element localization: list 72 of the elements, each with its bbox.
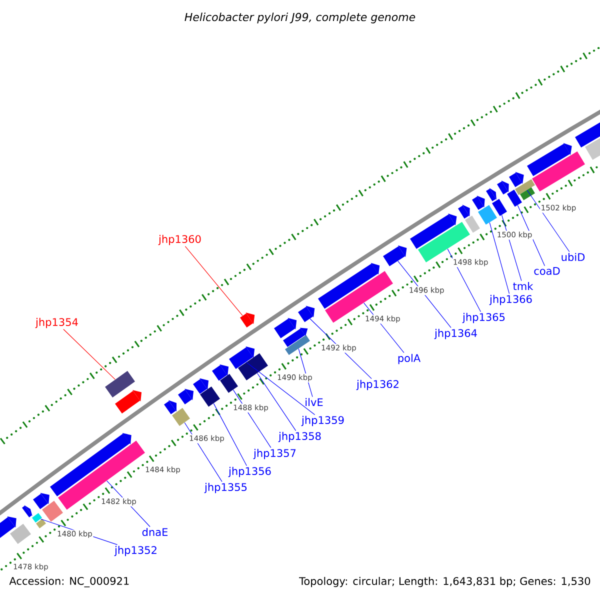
genome-info-text: Topology: circular; Length: 1,643,831 bp; Genes: 1,530 bbox=[299, 576, 590, 588]
gene-block bbox=[42, 500, 63, 522]
accession-text: Accession: NC_000921 bbox=[9, 576, 129, 588]
gene-block bbox=[486, 188, 497, 202]
leader-line bbox=[184, 246, 243, 316]
gene-label: jhp1358 bbox=[278, 432, 321, 442]
gene-label: polA bbox=[398, 354, 420, 364]
gene-block bbox=[33, 492, 50, 510]
gene-block bbox=[465, 216, 480, 233]
gene-block bbox=[172, 408, 190, 426]
gene-block bbox=[164, 400, 177, 414]
gene-block bbox=[274, 318, 297, 338]
gene-block bbox=[50, 433, 132, 496]
gene-block bbox=[497, 180, 509, 194]
gene-label: jhp1355 bbox=[204, 482, 247, 494]
gene-block bbox=[240, 312, 255, 328]
leader-line bbox=[246, 362, 316, 416]
gene-block bbox=[178, 388, 194, 404]
gene-block bbox=[585, 135, 600, 160]
title: Helicobacter pylori J99, complete genome bbox=[184, 12, 416, 24]
gene-block bbox=[58, 440, 145, 510]
gene-label: jhp1360 bbox=[158, 234, 201, 246]
gene-block bbox=[575, 122, 600, 148]
gene-label: jhp1356 bbox=[228, 466, 271, 478]
gene-label: jhp1364 bbox=[434, 328, 477, 340]
gene-label: jhp1362 bbox=[356, 380, 398, 390]
gene-block bbox=[238, 353, 268, 380]
gene-block bbox=[200, 386, 220, 407]
gene-block bbox=[32, 512, 42, 523]
leader-line bbox=[213, 403, 247, 466]
leader-line bbox=[526, 190, 570, 252]
leader-line bbox=[489, 222, 510, 294]
gene-block bbox=[283, 328, 308, 347]
gene-block bbox=[22, 504, 32, 518]
gene-block bbox=[383, 245, 407, 266]
gene-block bbox=[507, 190, 522, 207]
gene-label: tmk bbox=[513, 282, 534, 290]
gene-label: jhp1354 bbox=[35, 318, 78, 328]
gene-block bbox=[532, 151, 585, 192]
leader-line bbox=[63, 328, 116, 380]
gene-label: jhp1365 bbox=[462, 312, 505, 324]
gene-block bbox=[520, 187, 535, 200]
gene-label: coaD bbox=[534, 267, 560, 275]
gene-block bbox=[36, 518, 46, 528]
gene-block bbox=[229, 346, 255, 369]
gene-block bbox=[298, 306, 315, 322]
gene-block bbox=[458, 204, 470, 219]
gene-block bbox=[410, 214, 457, 249]
gene-block bbox=[285, 335, 310, 356]
gene-block bbox=[515, 179, 535, 196]
gene-label: jhp1359 bbox=[301, 416, 344, 426]
gene-block bbox=[527, 142, 572, 176]
gene-label: jhp1357 bbox=[253, 448, 296, 460]
gene-block bbox=[10, 524, 31, 544]
gene-label: ilvE bbox=[306, 398, 323, 406]
gene-label: dnaE bbox=[142, 528, 168, 536]
leader-line bbox=[398, 260, 452, 328]
gene-block bbox=[105, 370, 135, 398]
leader-line bbox=[257, 372, 296, 432]
gene-block bbox=[193, 378, 209, 394]
gene-block bbox=[318, 262, 380, 309]
gene-block bbox=[478, 205, 497, 225]
gene-block bbox=[472, 196, 485, 210]
gene-block bbox=[220, 374, 238, 393]
gene-block bbox=[212, 364, 229, 381]
gene-block bbox=[115, 390, 142, 414]
gene-label: jhp1366 bbox=[489, 294, 532, 306]
gene-label: jhp1352 bbox=[114, 546, 156, 556]
gene-label: ubiD bbox=[562, 252, 585, 262]
leader-line bbox=[310, 318, 372, 380]
gene-block bbox=[492, 198, 507, 216]
leader-line bbox=[184, 422, 222, 482]
